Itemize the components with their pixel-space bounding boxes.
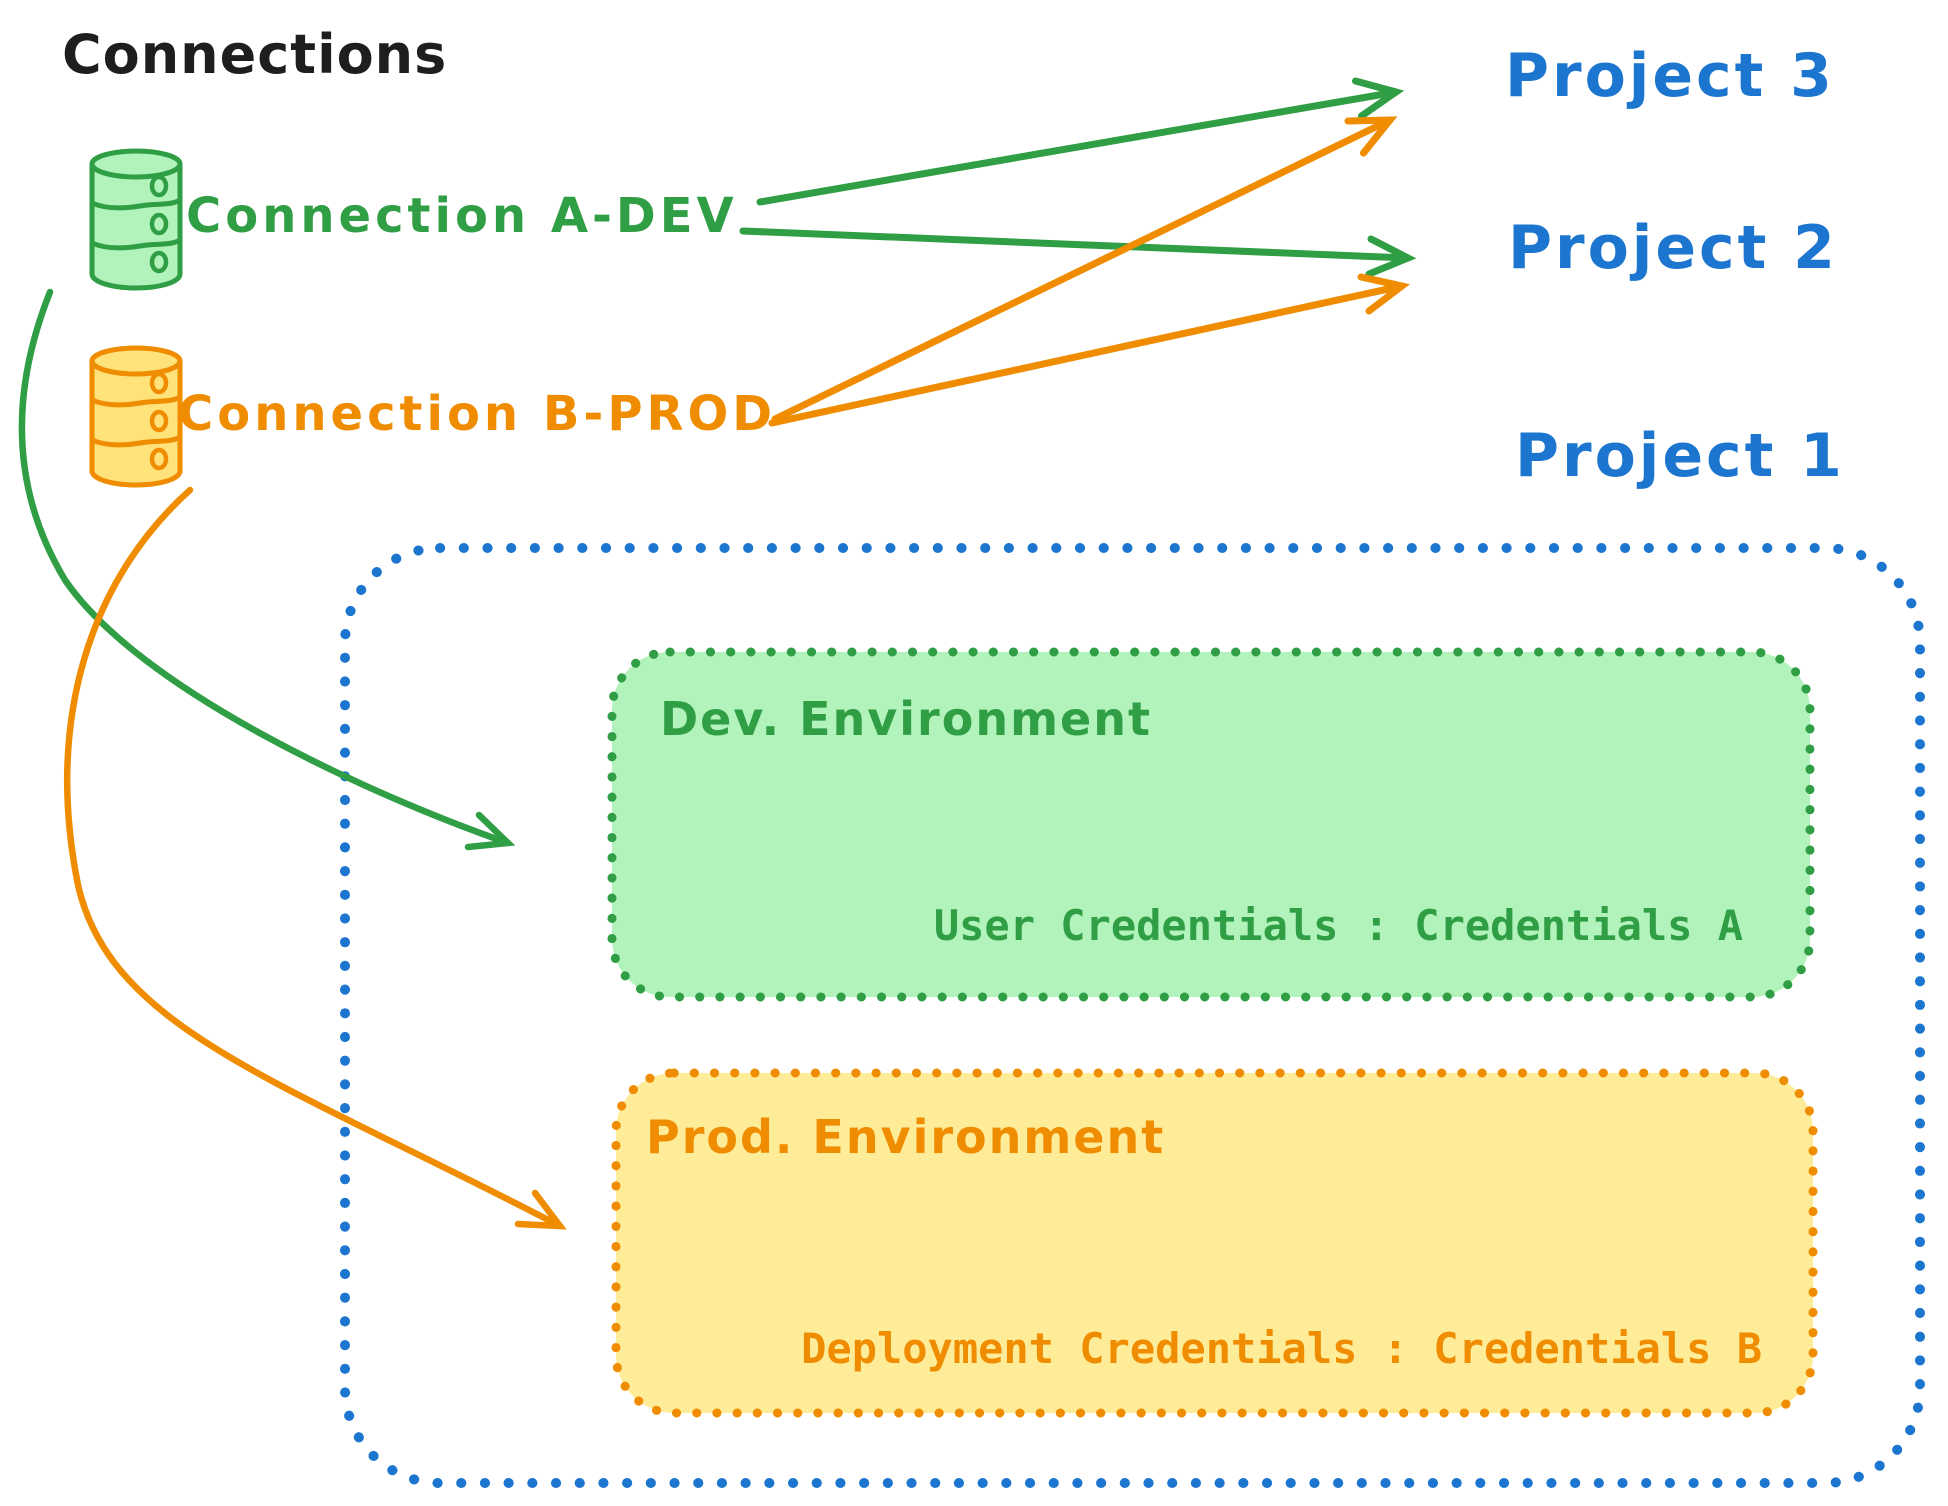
arrow-a-dev-to-project-3	[756, 77, 1405, 206]
database-prod-icon	[89, 345, 183, 488]
project-3-label: Project 3	[1505, 41, 1835, 111]
prod-environment-title: Prod. Environment	[646, 1110, 1166, 1164]
arrow-b-prod-to-project-2	[768, 273, 1411, 427]
arrow-a-dev-to-project-2	[739, 227, 1417, 278]
project-1-label: Project 1	[1515, 421, 1845, 491]
dev-environment-credentials: User Credentials : Credentials A	[933, 901, 1743, 950]
project-2-label: Project 2	[1508, 213, 1838, 283]
dev-environment-title: Dev. Environment	[660, 692, 1152, 746]
arrow-a-dev-to-dev-environment	[18, 288, 516, 851]
prod-environment-credentials: Deployment Credentials : Credentials B	[801, 1324, 1762, 1373]
dev-environment-box	[607, 647, 1815, 1002]
prod-environment-box	[611, 1068, 1818, 1418]
database-dev-icon	[89, 148, 183, 291]
connection-b-prod-label: Connection B-PROD	[178, 386, 777, 442]
connection-a-dev-label: Connection A-DEV	[186, 188, 738, 244]
arrow-b-prod-to-prod-environment	[64, 486, 567, 1230]
project-1-container-box	[340, 543, 1925, 1488]
diagram-title: Connections	[62, 23, 448, 86]
arrow-b-prod-to-project-3	[771, 116, 1398, 423]
